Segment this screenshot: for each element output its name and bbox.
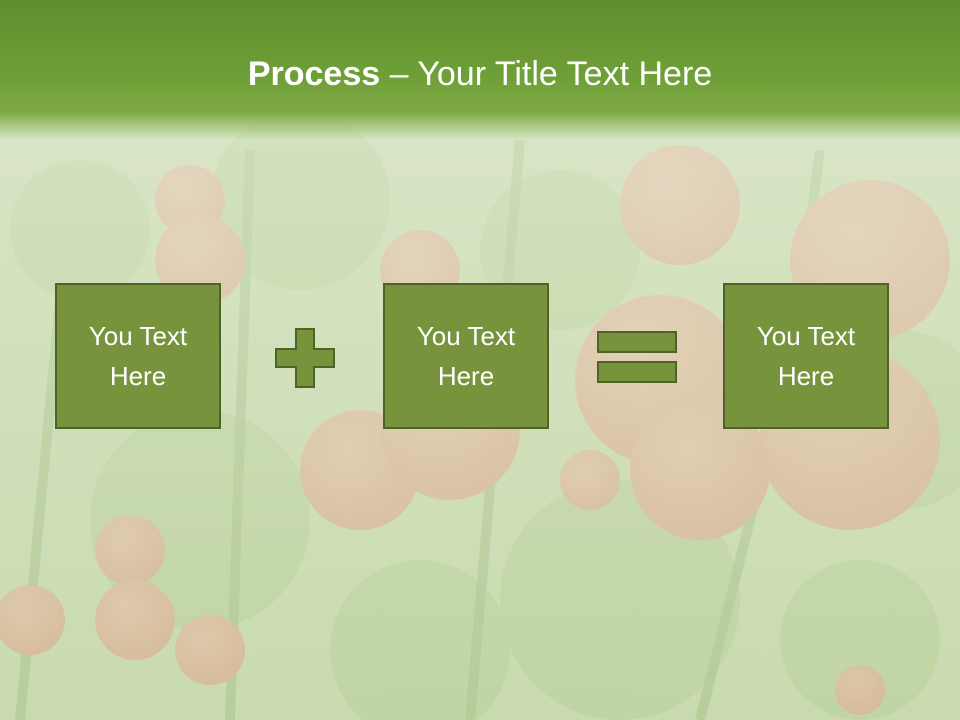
box-2-line-2: Here (437, 361, 495, 391)
box-3-line-2: Here (777, 361, 835, 391)
title-bold: Process (247, 55, 381, 93)
box-2-line-1: You Text (416, 321, 516, 351)
box-1-line-1: You Text (88, 321, 188, 351)
slide-title: Process – Your Title Text Here (0, 52, 960, 96)
equals-icon (597, 331, 677, 383)
box-1-line-2: Here (109, 361, 167, 391)
plus-icon (275, 328, 335, 388)
title-bar (0, 0, 960, 140)
title-rest: – Your Title Text Here (380, 55, 713, 93)
box-3-line-1: You Text (756, 321, 856, 351)
